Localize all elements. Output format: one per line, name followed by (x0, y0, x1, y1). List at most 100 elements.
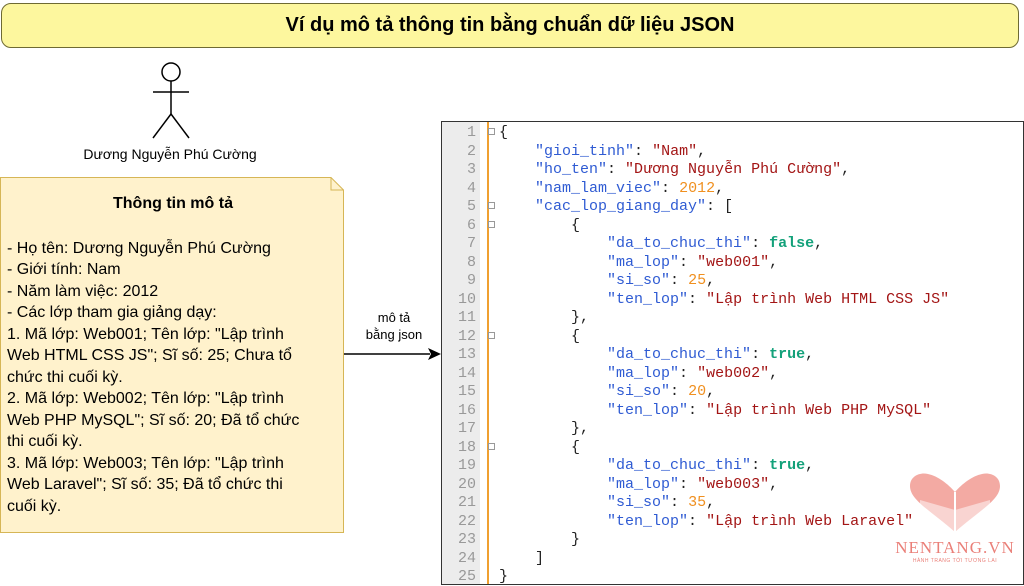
code-text: "ten_lop": "Lập trình Web HTML CSS JS" (499, 291, 949, 310)
code-punct (499, 457, 607, 474)
line-number: 18 (457, 438, 476, 456)
code-line: 4 "nam_lam_viec": 2012, (442, 180, 1023, 199)
line-number: 23 (457, 531, 476, 548)
arrow-connector (344, 348, 441, 360)
code-line: 13 "da_to_chuc_thi": true, (442, 346, 1023, 365)
note-line: 2. Mã lớp: Web002; Tên lớp: "Lập trình (7, 390, 284, 407)
code-punct: : [ (706, 198, 734, 215)
code-punct (499, 143, 535, 160)
note-line: 3. Mã lớp: Web003; Tên lớp: "Lập trình (7, 454, 284, 472)
fold-toggle-icon[interactable] (488, 220, 495, 228)
code-punct: { (499, 327, 581, 345)
code-punct (499, 198, 535, 215)
code-text: "si_so": 20, (499, 383, 715, 402)
line-number: 24 (457, 549, 476, 567)
code-line: 10 "ten_lop": "Lập trình Web HTML CSS JS… (442, 291, 1023, 310)
json-number: 2012 (679, 179, 716, 197)
line-number: 10 (457, 290, 476, 308)
json-key: "si_so" (607, 383, 671, 400)
code-punct (499, 365, 607, 382)
note-line: - Các lớp tham gia giảng dạy: (7, 304, 217, 321)
code-text: "ho_ten": "Dương Nguyễn Phú Cường", (499, 161, 850, 180)
code-text: "si_so": 35, (499, 494, 715, 513)
code-line: 23 } (442, 531, 1023, 550)
code-text: "ma_lop": "web003", (499, 476, 778, 495)
line-number: 16 (457, 401, 476, 419)
fold-toggle-icon[interactable] (488, 202, 495, 209)
book-heart-icon (910, 473, 1000, 532)
code-text: "ma_lop": "web001", (499, 254, 778, 273)
code-punct: , (769, 364, 779, 382)
code-punct: : (634, 142, 653, 160)
code-punct: { (499, 124, 509, 141)
json-key: "cac_lop_giang_day" (535, 198, 707, 215)
code-punct: : (679, 475, 698, 493)
json-key: "ma_lop" (607, 253, 680, 271)
code-line: 18 { (442, 439, 1023, 458)
json-number: 25 (688, 272, 707, 289)
line-number: 7 (466, 235, 476, 252)
code-punct: , (814, 235, 824, 252)
line-number: 21 (457, 494, 476, 511)
code-punct (499, 513, 607, 530)
code-punct (499, 402, 607, 419)
code-line: 24 ] (442, 550, 1023, 569)
code-text: { (499, 328, 580, 347)
json-key: "da_to_chuc_thi" (607, 235, 752, 252)
note-line: - Năm làm việc: 2012 (7, 282, 159, 300)
note-title: Thông tin mô tả (113, 195, 233, 212)
fold-toggle-icon[interactable] (488, 128, 495, 135)
code-punct: , (841, 161, 851, 178)
json-key: "da_to_chuc_thi" (607, 346, 752, 363)
json-string: "web003" (697, 475, 770, 493)
code-punct: : (751, 346, 770, 363)
json-string: "Lập trình Web PHP MySQL" (706, 401, 932, 419)
code-text: { (499, 439, 580, 458)
json-key: "ma_lop" (607, 475, 680, 493)
code-text: { (499, 124, 508, 143)
code-line: 14 "ma_lop": "web002", (442, 365, 1023, 384)
code-punct: , (706, 272, 716, 289)
description-note: Thông tin mô tả - Họ tên: Dương Nguyễn P… (0, 177, 344, 533)
nentang-watermark: NENTANG.VN HÀNH TRANG TỚI TƯƠNG LAI (890, 470, 1020, 580)
code-punct: : (688, 290, 707, 308)
code-line: 17 }, (442, 420, 1023, 439)
code-line: 11 }, (442, 309, 1023, 328)
code-line: 6 { (442, 217, 1023, 236)
json-key: "gioi_tinh" (535, 142, 635, 160)
code-punct (499, 383, 607, 400)
line-number: 5 (466, 198, 476, 215)
code-text: "cac_lop_giang_day": [ (499, 198, 733, 217)
code-text: ] (499, 550, 544, 569)
json-key: "ten_lop" (607, 290, 689, 308)
line-number: 14 (457, 364, 476, 382)
note-line: chức thi cuối kỳ. (7, 368, 123, 386)
code-punct: }, (499, 420, 590, 437)
arrow-label: mô tả bằng json (357, 309, 431, 343)
arrow-label-line-2: bằng json (365, 327, 423, 342)
code-line: 22 "ten_lop": "Lập trình Web Laravel" (442, 513, 1023, 532)
code-punct (499, 476, 607, 493)
json-boolean: true (769, 346, 806, 363)
code-punct: : (688, 512, 707, 530)
code-text: }, (499, 420, 589, 439)
json-number: 35 (688, 494, 707, 511)
code-punct (499, 346, 607, 363)
arrow-label-line-1: mô tả (377, 310, 411, 325)
code-line: 3 "ho_ten": "Dương Nguyễn Phú Cường", (442, 161, 1023, 180)
code-punct: : (661, 179, 680, 197)
code-punct: } (499, 568, 509, 585)
code-punct: , (706, 494, 716, 511)
line-number: 15 (457, 383, 476, 400)
fold-toggle-icon[interactable] (488, 331, 495, 339)
code-line: 25} (442, 568, 1023, 585)
json-string: "Lập trình Web HTML CSS JS" (706, 290, 950, 308)
code-punct: : (751, 235, 770, 252)
code-line: 21 "si_so": 35, (442, 494, 1023, 513)
line-number: 17 (457, 420, 476, 437)
line-number: 19 (457, 457, 476, 474)
code-text: "si_so": 25, (499, 272, 715, 291)
code-text: { (499, 217, 580, 236)
fold-toggle-icon[interactable] (488, 442, 495, 450)
code-punct: , (706, 383, 716, 400)
